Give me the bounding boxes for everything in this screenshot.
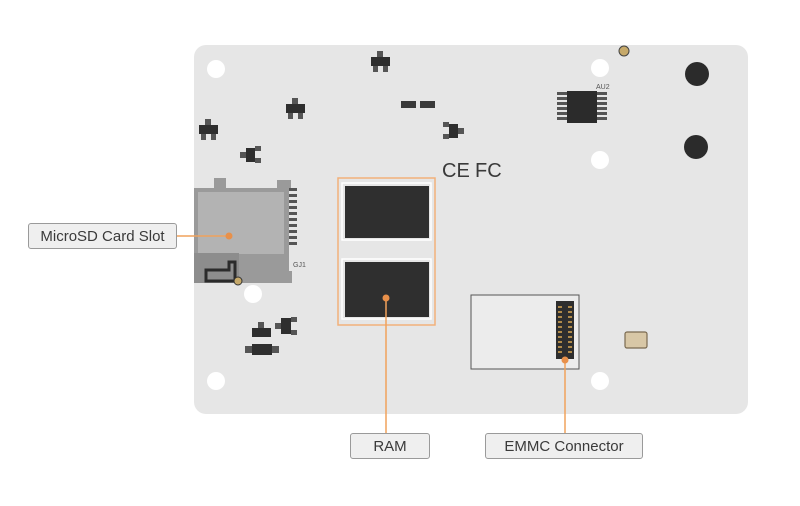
smd-component xyxy=(371,51,390,72)
smd-component xyxy=(443,122,464,139)
smd-component xyxy=(199,119,218,140)
fc-mark: FC xyxy=(475,160,502,182)
smd-component xyxy=(245,344,279,355)
ram-leader-dot xyxy=(382,294,390,302)
microsd-leader-dot xyxy=(225,232,233,240)
dark-via xyxy=(684,135,708,159)
resistor xyxy=(420,101,435,108)
gold-pad xyxy=(618,45,630,57)
smd-component xyxy=(240,146,261,163)
ic-au2 xyxy=(557,91,607,123)
microsd-callout: MicroSD Card Slot xyxy=(28,223,177,249)
microsd-slot xyxy=(194,178,297,286)
mounting-hole xyxy=(591,372,609,390)
gj1-label: GJ1 xyxy=(293,262,306,269)
resistor xyxy=(401,101,416,108)
mounting-hole xyxy=(591,151,609,169)
smd-component xyxy=(286,98,305,119)
mounting-hole xyxy=(591,59,609,77)
smd-component xyxy=(275,317,297,335)
ram-callout: RAM xyxy=(350,433,430,459)
smd-component xyxy=(252,322,271,337)
au2-label: AU2 xyxy=(596,84,610,91)
ram-module xyxy=(337,177,436,326)
emmc-leader-dot xyxy=(561,356,569,364)
emmc-callout: EMMC Connector xyxy=(485,433,643,459)
crystal xyxy=(624,331,648,349)
ce-mark: CE xyxy=(442,160,470,182)
pcb-board xyxy=(194,45,748,414)
mounting-hole xyxy=(244,285,262,303)
mounting-hole xyxy=(207,60,225,78)
dark-via xyxy=(685,62,709,86)
mounting-hole xyxy=(207,372,225,390)
emmc-connector xyxy=(470,294,580,370)
